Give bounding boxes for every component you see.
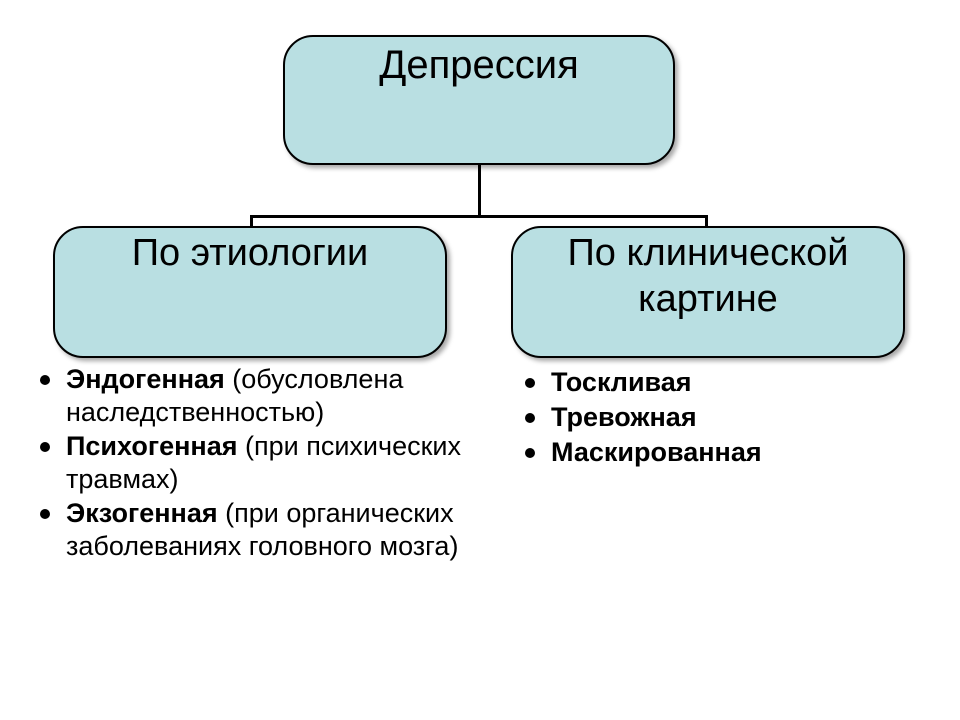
root-node-label: Депрессия (379, 43, 579, 87)
list-item-term: Тревожная (551, 402, 697, 432)
branch-node-clinical-label: По клинической картине (567, 232, 849, 320)
bullet-icon (40, 375, 50, 385)
list-item: Тоскливая (525, 366, 925, 399)
list-item: Экзогенная (при органических заболевания… (40, 497, 500, 563)
list-item-term: Экзогенная (66, 498, 218, 528)
connector-right-drop (705, 215, 708, 227)
list-item-term: Психогенная (66, 431, 238, 461)
branch-node-etiology-label: По этиологии (131, 232, 369, 274)
list-item-term: Эндогенная (66, 364, 225, 394)
connector-root-stem (478, 165, 481, 217)
list-item-term: Тоскливая (551, 367, 692, 397)
list-item-note: (при органических заболеваниях головного… (66, 498, 459, 561)
bullet-icon (40, 442, 50, 452)
list-item: Маскированная (525, 436, 925, 469)
list-item: Тревожная (525, 401, 925, 434)
list-item: Эндогенная (обусловлена наследственность… (40, 363, 500, 429)
bullet-icon (525, 413, 535, 423)
connector-horizontal-bar (250, 215, 708, 218)
bullet-icon (525, 378, 535, 388)
bullet-icon (40, 509, 50, 519)
list-item-note: (при психических травмах) (66, 431, 461, 494)
connector-left-drop (250, 215, 253, 227)
list-item: Психогенная (при психических травмах) (40, 430, 500, 496)
branch-node-clinical: По клинической картине (511, 226, 905, 358)
root-node-depression: Депрессия (283, 35, 675, 165)
list-item-term: Маскированная (551, 437, 762, 467)
list-item-note: (обусловлена наследственностью) (66, 364, 404, 427)
etiology-list: Эндогенная (обусловлена наследственность… (40, 363, 500, 564)
bullet-icon (525, 448, 535, 458)
clinical-list: Тоскливая Тревожная Маскированная (525, 366, 925, 471)
branch-node-etiology: По этиологии (53, 226, 447, 358)
